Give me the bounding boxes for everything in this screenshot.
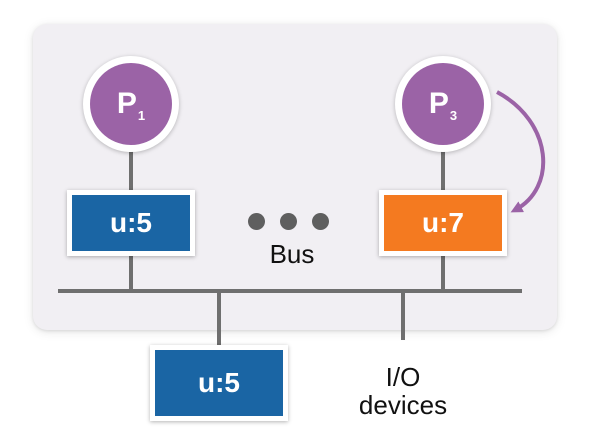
io-devices-label: I/O devices — [343, 363, 463, 419]
cache-right: u:7 — [379, 190, 507, 256]
write-arrow — [496, 90, 546, 213]
io-label-line1: I/O — [385, 362, 421, 392]
processor-p1-index: 1 — [137, 108, 146, 123]
cache-left-value: u:5 — [72, 195, 190, 251]
memory-value: u:5 — [155, 350, 283, 416]
processor-p1-letter: P — [116, 87, 137, 120]
ellipsis-dot — [248, 213, 265, 230]
io-label-line2: devices — [358, 390, 448, 420]
processor-p1: P1 — [83, 56, 179, 152]
processor-p3-index: 3 — [449, 108, 458, 123]
ellipsis-dot — [280, 213, 297, 230]
ellipsis-dot — [312, 213, 329, 230]
processor-p3-letter: P — [428, 87, 449, 120]
processor-p3: P3 — [395, 56, 491, 152]
memory: u:5 — [150, 345, 288, 421]
processor-p3-circle: P3 — [402, 63, 484, 145]
cache-right-value: u:7 — [384, 195, 502, 251]
cache-left: u:5 — [67, 190, 195, 256]
processor-p1-circle: P1 — [90, 63, 172, 145]
bus-label: Bus — [269, 239, 315, 269]
